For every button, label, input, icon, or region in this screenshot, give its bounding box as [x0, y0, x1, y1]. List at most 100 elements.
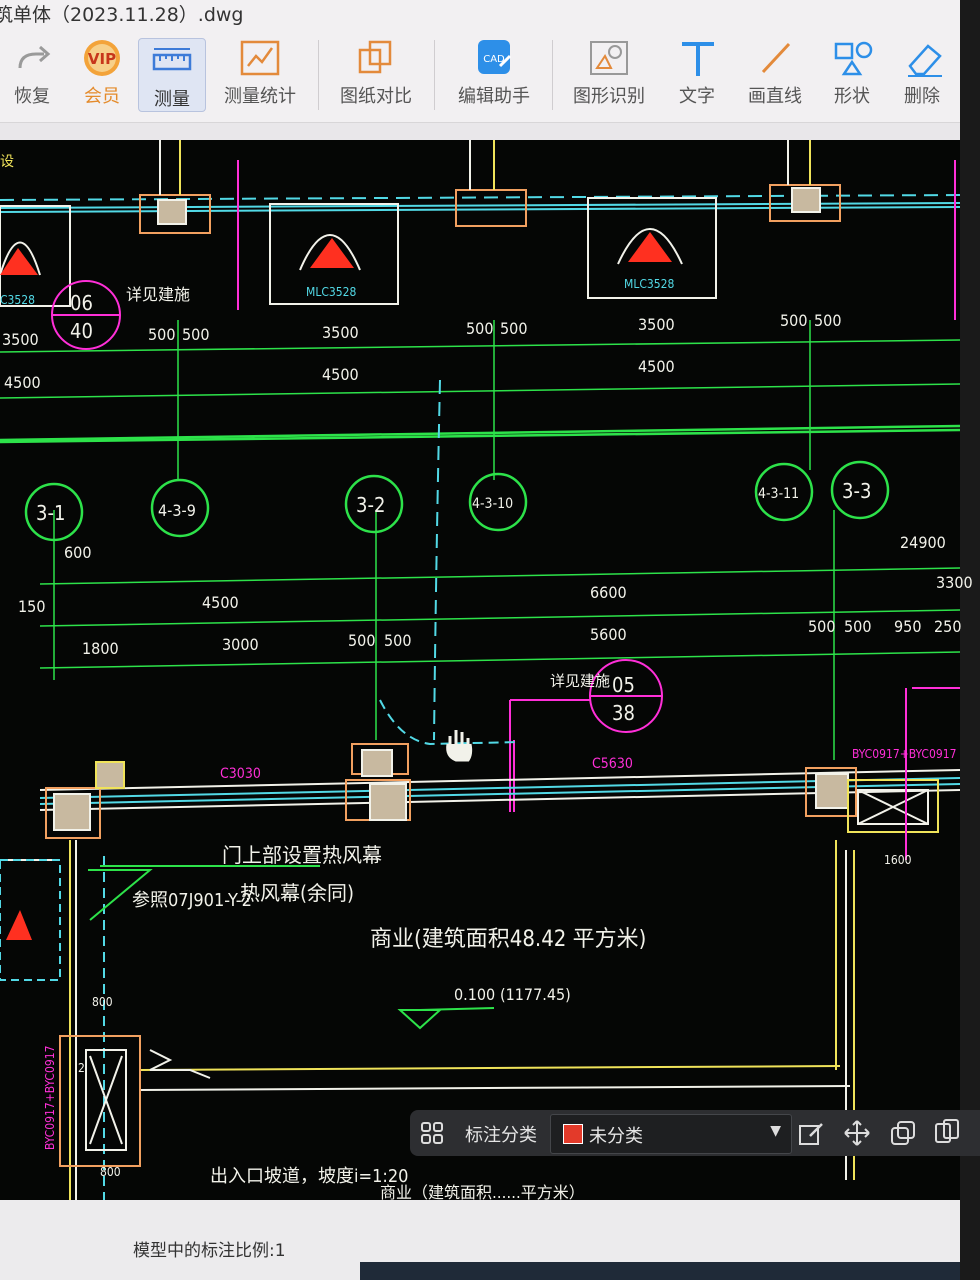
svg-text:800: 800: [92, 995, 113, 1009]
svg-text:1800: 1800: [82, 639, 119, 658]
os-taskbar: [360, 1262, 960, 1280]
dimension-lines: [0, 320, 961, 760]
shape-recognize-icon: [579, 36, 639, 80]
dimension-text: 3500 500 500 3500 500 500 3500 500 500 4…: [2, 311, 973, 658]
text-t-icon: [668, 36, 728, 80]
svg-text:500: 500: [148, 325, 175, 344]
lower-walls: [0, 379, 961, 1200]
annotation-category-select[interactable]: 未分类 ▼: [550, 1114, 792, 1154]
shapes-icon: [824, 36, 884, 80]
toolbar: 恢复 VIP 会员 测量 测量统计 图纸: [0, 30, 960, 123]
toolbar-divider: [552, 40, 553, 110]
svg-text:600: 600: [64, 543, 91, 562]
axis-label: 3-3: [842, 479, 871, 503]
axis-label: 3-2: [356, 493, 385, 517]
svg-text:2: 2: [78, 1061, 85, 1075]
compare-button[interactable]: 图纸对比: [336, 36, 416, 114]
annotation-bar: 标注分类 未分类 ▼: [410, 1110, 980, 1156]
svg-text:05: 05: [612, 673, 635, 697]
svg-text:(1177.45): (1177.45): [500, 985, 571, 1004]
edit-icon[interactable]: [796, 1118, 826, 1148]
svg-text:38: 38: [612, 701, 635, 725]
svg-text:3300: 3300: [936, 573, 973, 592]
detail-callout-1: 06 40 详见建施: [51, 280, 190, 350]
window-label-mlc3528-b: MLC3528: [624, 277, 674, 291]
delete-button[interactable]: 删除: [894, 36, 950, 114]
svg-text:250: 250: [934, 617, 961, 636]
copy-icon[interactable]: [888, 1118, 918, 1148]
vip-button[interactable]: VIP 会员: [72, 36, 132, 114]
redo-arrow-icon: [4, 36, 64, 80]
svg-text:500: 500: [844, 617, 871, 636]
axis-label: 4-3-11: [758, 486, 799, 502]
svg-text:1600: 1600: [884, 853, 912, 867]
measure-button[interactable]: 测量: [138, 38, 206, 112]
grid-icon: [420, 1121, 444, 1145]
window-label-c3528: C3528: [0, 293, 35, 307]
svg-text:5600: 5600: [590, 625, 627, 644]
top-walls: [0, 140, 961, 320]
svg-text:500: 500: [348, 631, 375, 650]
toolbar-divider: [318, 40, 319, 110]
svg-text:4500: 4500: [322, 365, 359, 384]
svg-text:热风幕(余同): 热风幕(余同): [240, 881, 354, 905]
eraser-icon: [894, 36, 954, 80]
pan-hand-cursor-icon: [446, 730, 473, 762]
window-title: 筑单体（2023.11.28）.dwg: [0, 0, 960, 30]
annotation-category-label: 标注分类: [465, 1125, 537, 1146]
svg-text:0.100: 0.100: [454, 985, 495, 1004]
measure-stats-button[interactable]: 测量统计: [220, 36, 300, 114]
svg-text:3500: 3500: [2, 330, 39, 349]
svg-text:500: 500: [808, 617, 835, 636]
text-button[interactable]: 文字: [668, 36, 726, 114]
svg-text:出入口坡道，坡度i=1:20: 出入口坡道，坡度i=1:20: [210, 1166, 408, 1187]
svg-text:3500: 3500: [638, 315, 675, 334]
svg-text:950: 950: [894, 617, 921, 636]
svg-text:6600: 6600: [590, 583, 627, 602]
svg-text:C5630: C5630: [592, 756, 633, 772]
svg-text:500: 500: [466, 319, 493, 338]
annotation-scale-text: 模型中的标注比例:1: [133, 1241, 286, 1261]
svg-text:500: 500: [182, 325, 209, 344]
move-icon[interactable]: [842, 1118, 872, 1148]
svg-text:500: 500: [500, 319, 527, 338]
svg-text:BYC0917+BYC0917: BYC0917+BYC0917: [852, 747, 956, 761]
shape-recognize-button[interactable]: 图形识别: [566, 36, 652, 114]
svg-text:3500: 3500: [322, 323, 359, 342]
window-markers: [0, 232, 672, 275]
axis-label: 3-1: [36, 501, 65, 525]
detail-callout-2: 05 38 详见建施: [509, 659, 663, 812]
draw-line-button[interactable]: 画直线: [742, 36, 808, 114]
notes: 门上部设置热风幕 参照07J901-Y-2 热风幕(余同) 商业(建筑面积48.…: [132, 843, 646, 1202]
drawing-canvas[interactable]: C3528 MLC3528 MLC3528 设 06 40 详见建施: [0, 140, 973, 1202]
color-swatch: [563, 1124, 583, 1144]
vip-badge-icon: VIP: [72, 36, 132, 80]
lower-labels: C3030 C5630 BYC0917+BYC0917 1600 800 800…: [43, 747, 956, 1179]
cad-edit-icon: CAD: [464, 36, 524, 80]
chevron-down-icon: ▼: [770, 1123, 781, 1139]
axis-label: 4-3-9: [158, 501, 196, 520]
svg-text:参照07J901-Y-2: 参照07J901-Y-2: [132, 890, 252, 911]
measure-stats-icon: [230, 36, 290, 80]
toolbar-divider: [434, 40, 435, 110]
svg-text:06: 06: [70, 291, 93, 315]
shapes-button[interactable]: 形状: [824, 36, 880, 114]
svg-text:4500: 4500: [4, 373, 41, 392]
ruler-icon: [142, 39, 202, 83]
svg-text:4500: 4500: [638, 357, 675, 376]
left-fragment: 设: [0, 154, 14, 170]
svg-text:500: 500: [384, 631, 411, 650]
axis-labels: 3-1 4-3-9 3-2 4-3-10 4-3-11 3-3: [36, 479, 871, 525]
svg-text:40: 40: [70, 319, 93, 343]
svg-text:详见建施: 详见建施: [550, 672, 610, 690]
svg-text:C3030: C3030: [220, 766, 261, 782]
duplicate-icon[interactable]: [932, 1118, 962, 1148]
svg-text:24900: 24900: [900, 533, 946, 552]
compare-icon: [346, 36, 406, 80]
svg-text:VIP: VIP: [88, 50, 116, 68]
axis-label: 4-3-10: [472, 496, 513, 512]
edit-assistant-button[interactable]: CAD 编辑助手: [452, 36, 536, 114]
redo-button[interactable]: 恢复: [4, 36, 60, 114]
svg-text:500: 500: [780, 311, 807, 330]
